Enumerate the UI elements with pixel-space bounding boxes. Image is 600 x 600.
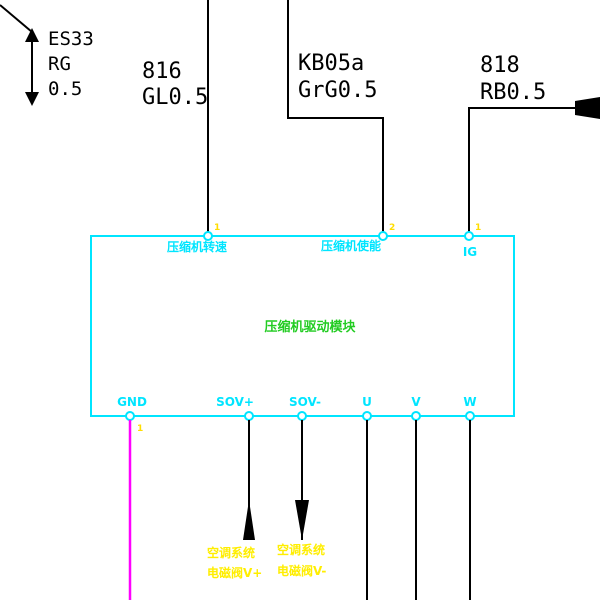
connector-code: ES33 [48, 28, 94, 50]
connector-diagonal-line [0, 4, 33, 33]
pin-label-w: W [463, 395, 476, 409]
pin-gnd-number: 1 [137, 424, 143, 434]
note-sov-minus-line2: 电磁阀V- [277, 563, 326, 578]
pin-bottom-sov-minus [297, 411, 307, 421]
up-arrow-icon [25, 28, 39, 42]
wire-816-id: 816 [142, 59, 182, 84]
wire-kb05a-spec: GrG0.5 [298, 78, 377, 103]
wire-818-arrow-icon [575, 97, 600, 119]
pin-label-sov-plus: SOV+ [216, 395, 254, 409]
wire-kb05a-id: KB05a [298, 51, 364, 76]
pin-label-gnd: GND [117, 395, 147, 409]
pin-bottom-sov-plus [244, 411, 254, 421]
pin-label-ig: IG [463, 245, 477, 259]
left-connector: ES33 RG 0.5 [0, 4, 94, 106]
module-title: 压缩机驱动模块 [264, 319, 356, 335]
pin-label-speed: 压缩机转速 [167, 239, 227, 254]
note-sov-minus-line1: 空调系统 [277, 542, 325, 557]
pin-bottom-u [362, 411, 372, 421]
top-wires: 816 GL0.5 KB05a GrG0.5 818 RB0.5 [142, 0, 600, 232]
wire-kb05a [287, 0, 384, 232]
pin-top-3-number: 1 [475, 223, 481, 233]
sov-plus-arrow-icon [243, 500, 255, 540]
wire-818-spec: RB0.5 [480, 80, 546, 105]
bottom-wires [128, 420, 471, 600]
pin-top-1 [203, 231, 213, 241]
pin-label-u: U [362, 395, 372, 409]
pin-bottom-w [465, 411, 475, 421]
pin-bottom-v [411, 411, 421, 421]
wire-818-id: 818 [480, 53, 520, 78]
connector-gauge: 0.5 [48, 78, 82, 100]
connector-color: RG [48, 53, 71, 75]
pin-label-v: V [411, 395, 421, 409]
pin-label-sov-minus: SOV- [289, 395, 321, 409]
valve-notes: 空调系统 电磁阀V+ 空调系统 电磁阀V- [207, 542, 326, 580]
wire-816-spec: GL0.5 [142, 85, 208, 110]
pin-label-enable: 压缩机使能 [321, 238, 381, 253]
note-sov-plus-line2: 电磁阀V+ [207, 565, 262, 580]
compressor-driver-module: 压缩机驱动模块 1 2 1 压缩机转速 压缩机使能 IG GND SOV+ SO… [90, 223, 515, 434]
pin-bottom-gnd [125, 411, 135, 421]
down-arrow-icon [25, 92, 39, 106]
pin-top-3 [464, 231, 474, 241]
pin-top-2-number: 2 [389, 223, 395, 233]
note-sov-plus-line1: 空调系统 [207, 545, 255, 560]
pin-top-1-number: 1 [214, 223, 220, 233]
wire-818 [468, 107, 575, 232]
sov-minus-arrow-icon [295, 500, 309, 540]
pin-top-2 [378, 231, 388, 241]
